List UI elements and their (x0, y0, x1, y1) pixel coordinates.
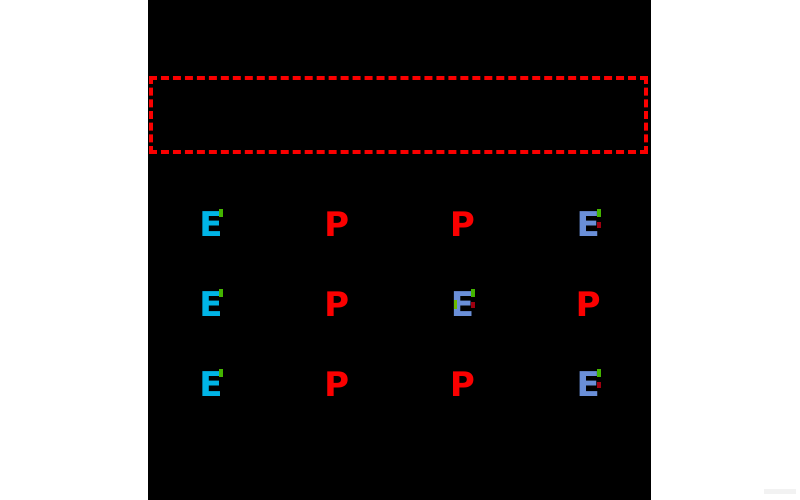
pixel-fragment-red-mr (596, 222, 601, 228)
grid-cell-r3-c3[interactable]: P (400, 345, 526, 425)
pixel-fragment-red-mr (470, 302, 475, 308)
pixel-fragment-green-tr (596, 209, 601, 217)
pixel-fragment-green-left (453, 300, 457, 309)
pixel-fragment-green-tr (219, 289, 224, 297)
pixel-fragment-green-tr (219, 369, 224, 377)
letter-p: P (449, 365, 475, 405)
letter-e: E (576, 365, 601, 405)
letter-e: E (199, 205, 224, 245)
grid-cell-r3-c1[interactable]: E (148, 345, 274, 425)
pixel-fragment-green-tr (219, 209, 224, 217)
letter-p: P (449, 205, 475, 245)
dashed-highlight-region[interactable] (149, 76, 648, 154)
grid-cell-r3-c4[interactable]: E (525, 345, 651, 425)
pixel-fragment-red-mr (596, 382, 601, 388)
letter-e: E (450, 285, 475, 325)
grid-cell-r1-c1[interactable]: E (148, 185, 274, 265)
grid-cell-r1-c2[interactable]: P (274, 185, 400, 265)
pixel-fragment-green-tr (470, 289, 475, 297)
letter-p: P (324, 205, 350, 245)
letter-e: E (576, 205, 601, 245)
grid-cell-r1-c3[interactable]: P (400, 185, 526, 265)
letter-p: P (324, 365, 350, 405)
black-panel (148, 0, 651, 500)
grid-cell-r3-c2[interactable]: P (274, 345, 400, 425)
grid-cell-r2-c1[interactable]: E (148, 265, 274, 345)
grid-cell-r2-c4[interactable]: P (525, 265, 651, 345)
letter-e: E (199, 285, 224, 325)
letter-e: E (199, 365, 224, 405)
letter-p: P (575, 285, 601, 325)
grid-cell-r1-c4[interactable]: E (525, 185, 651, 265)
letter-p: P (324, 285, 350, 325)
corner-artifact (764, 489, 796, 494)
grid-cell-r2-c2[interactable]: P (274, 265, 400, 345)
grid-cell-r2-c3[interactable]: E (400, 265, 526, 345)
pixel-fragment-green-tr (596, 369, 601, 377)
